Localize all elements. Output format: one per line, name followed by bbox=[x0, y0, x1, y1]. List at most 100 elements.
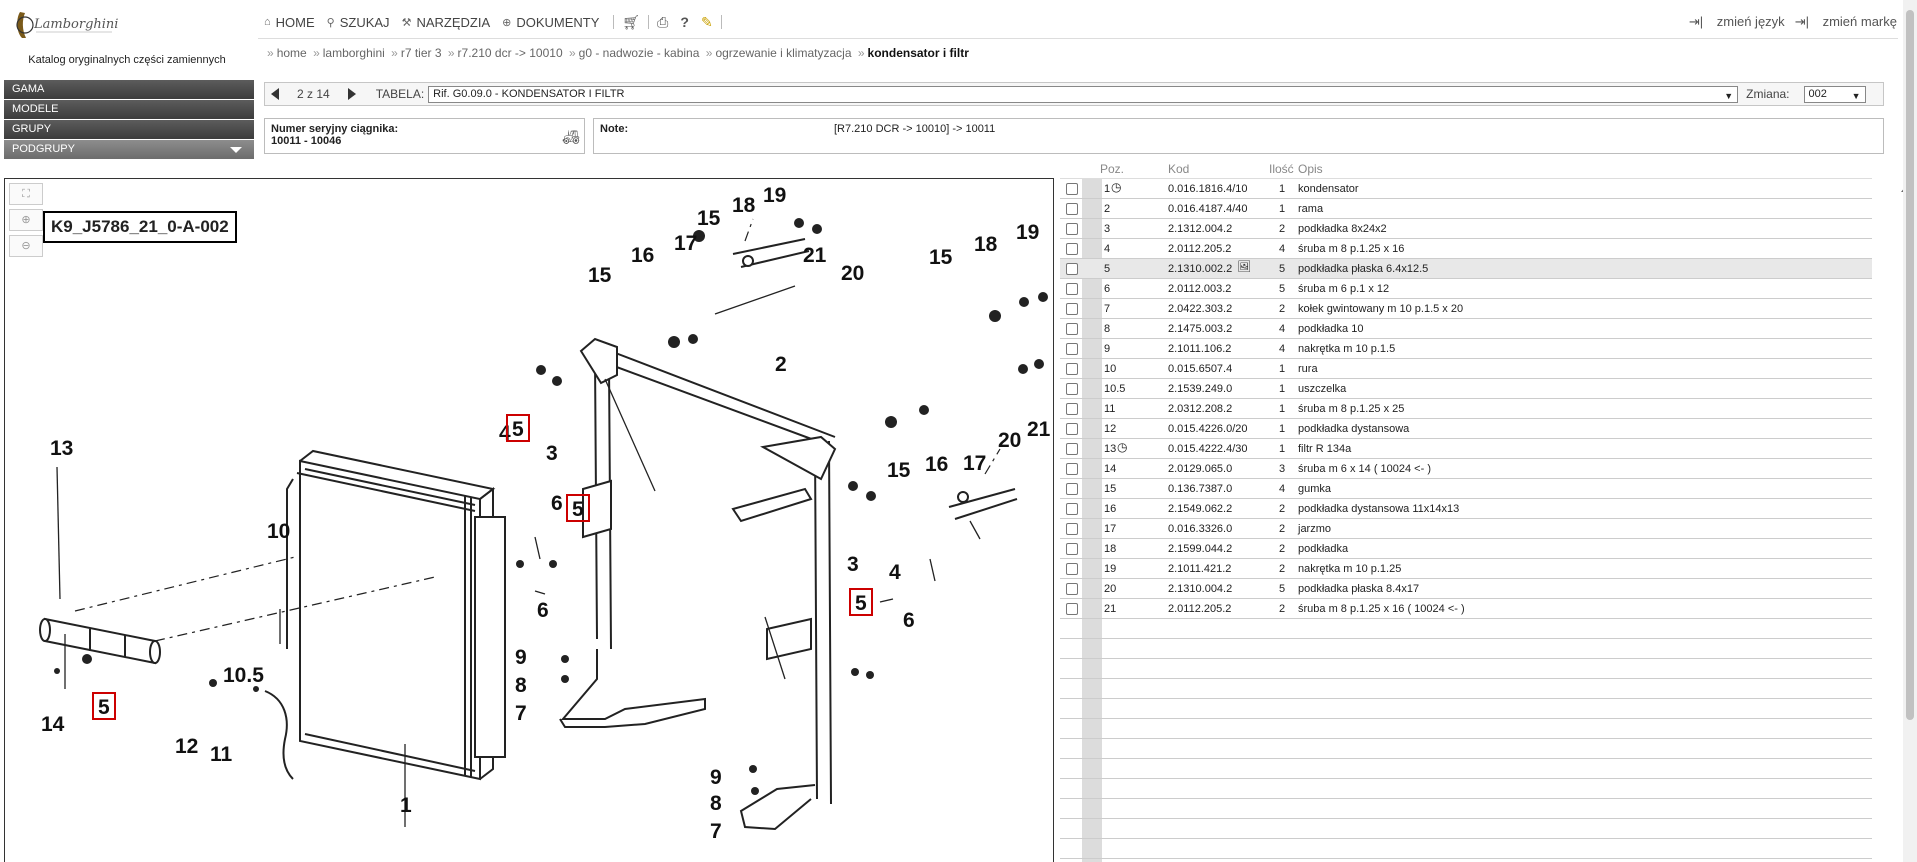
cell-kod[interactable]: 2.1312.004.2 bbox=[1168, 223, 1233, 235]
callout[interactable]: 17 bbox=[963, 452, 986, 475]
picture-icon[interactable]: 🖼︎ bbox=[1237, 261, 1251, 273]
cell-kod[interactable]: 2.1011.106.2 bbox=[1168, 343, 1232, 355]
row-checkbox[interactable] bbox=[1066, 423, 1078, 435]
callout[interactable]: 3 bbox=[546, 442, 558, 465]
callout[interactable]: 1 bbox=[400, 794, 412, 817]
callout[interactable]: 20 bbox=[841, 262, 864, 285]
cell-kod[interactable]: 0.136.7387.0 bbox=[1168, 483, 1233, 495]
breadcrumb-group[interactable]: g0 - nadwozie - kabina bbox=[578, 46, 700, 60]
cell-kod[interactable]: 0.015.4222.4/30 bbox=[1168, 443, 1248, 455]
callout[interactable]: 5 bbox=[512, 418, 524, 441]
cell-kod[interactable]: 0.016.3326.0 bbox=[1168, 523, 1233, 535]
callout[interactable]: 6 bbox=[551, 492, 563, 515]
callout[interactable]: 6 bbox=[903, 609, 915, 632]
callout[interactable]: 5 bbox=[98, 696, 110, 719]
exploded-drawing-panel[interactable]: 1 2 3 3 4 4 5 5 5 5 6 6 6 7 7 8 8 bbox=[4, 178, 1054, 862]
breadcrumb-home[interactable]: home bbox=[276, 46, 307, 60]
cell-kod[interactable]: 2.1539.249.0 bbox=[1168, 383, 1233, 395]
cell-kod[interactable]: 2.0112.003.2 bbox=[1168, 283, 1232, 295]
breadcrumb-model[interactable]: r7.210 dcr -> 10010 bbox=[457, 46, 563, 60]
callout[interactable]: 6 bbox=[537, 599, 549, 622]
callout[interactable]: 11 bbox=[210, 743, 233, 766]
callout[interactable]: 16 bbox=[925, 453, 948, 476]
fit-view-icon[interactable]: ⛶ bbox=[9, 183, 43, 205]
row-checkbox[interactable] bbox=[1066, 563, 1078, 575]
tabela-select[interactable]: Rif. G0.09.0 - KONDENSATOR I FILTR ▼ bbox=[428, 85, 1739, 103]
lamborghini-logo[interactable]: Lamborghini bbox=[14, 8, 124, 42]
callout[interactable]: 17 bbox=[674, 232, 697, 255]
row-checkbox[interactable] bbox=[1066, 363, 1078, 375]
zmiana-select[interactable]: 002 ▼ bbox=[1803, 85, 1866, 103]
row-checkbox[interactable] bbox=[1066, 343, 1078, 355]
change-brand-link[interactable]: ⇥| zmień markę bbox=[1794, 14, 1897, 29]
callout[interactable]: 3 bbox=[847, 553, 859, 576]
row-checkbox[interactable] bbox=[1066, 183, 1078, 195]
cell-kod[interactable]: 2.0422.303.2 bbox=[1168, 303, 1233, 315]
cell-kod[interactable]: 2.0129.065.0 bbox=[1168, 463, 1233, 475]
callout[interactable]: 20 bbox=[998, 429, 1021, 452]
menu-szukaj[interactable]: ⚲ SZUKAJ bbox=[327, 15, 390, 30]
callout[interactable]: 9 bbox=[710, 766, 722, 789]
page-scrollbar-thumb[interactable] bbox=[1906, 10, 1914, 720]
cell-kod[interactable]: 0.016.4187.4/40 bbox=[1168, 203, 1248, 215]
cell-kod[interactable]: 2.0112.205.2 bbox=[1168, 243, 1232, 255]
callout[interactable]: 5 bbox=[855, 592, 867, 615]
callout[interactable]: 15 bbox=[929, 246, 953, 269]
callout[interactable]: 12 bbox=[175, 735, 198, 758]
row-checkbox[interactable] bbox=[1066, 243, 1078, 255]
cell-kod[interactable]: 2.1475.003.2 bbox=[1168, 323, 1233, 335]
nav-grupy[interactable]: GRUPY bbox=[4, 120, 254, 139]
clock-icon[interactable]: ◷ bbox=[1117, 440, 1128, 454]
callout[interactable]: 16 bbox=[631, 244, 654, 267]
row-checkbox[interactable] bbox=[1066, 523, 1078, 535]
row-checkbox[interactable] bbox=[1066, 263, 1078, 275]
row-checkbox[interactable] bbox=[1066, 203, 1078, 215]
row-checkbox[interactable] bbox=[1066, 223, 1078, 235]
nav-modele[interactable]: MODELE bbox=[4, 100, 254, 119]
row-checkbox[interactable] bbox=[1066, 583, 1078, 595]
row-checkbox[interactable] bbox=[1066, 303, 1078, 315]
clock-icon[interactable]: ◷ bbox=[1111, 180, 1122, 194]
notes-icon[interactable]: ✎ bbox=[700, 13, 713, 30]
print-icon[interactable]: ⎙ bbox=[657, 13, 669, 30]
callout[interactable]: 7 bbox=[710, 820, 722, 843]
row-checkbox[interactable] bbox=[1066, 323, 1078, 335]
callout[interactable]: 4 bbox=[889, 561, 901, 584]
cell-kod[interactable]: 2.1310.004.2 bbox=[1168, 583, 1233, 595]
row-checkbox[interactable] bbox=[1066, 483, 1078, 495]
cart-icon[interactable]: 🛒︎ bbox=[622, 13, 641, 30]
cell-kod[interactable]: 0.016.1816.4/10 bbox=[1168, 183, 1248, 195]
row-checkbox[interactable] bbox=[1066, 603, 1078, 615]
row-checkbox[interactable] bbox=[1066, 443, 1078, 455]
menu-home[interactable]: ⌂ HOME bbox=[264, 15, 315, 30]
breadcrumb-series[interactable]: r7 tier 3 bbox=[400, 46, 442, 60]
prev-table-button[interactable] bbox=[271, 88, 279, 100]
menu-narzedzia[interactable]: ⚒ NARZĘDZIA bbox=[402, 15, 491, 30]
callout[interactable]: 2 bbox=[775, 353, 787, 376]
next-table-button[interactable] bbox=[347, 88, 356, 100]
menu-dokumenty[interactable]: ⊕ DOKUMENTY bbox=[502, 15, 599, 30]
nav-podgrupy[interactable]: PODGRUPY bbox=[4, 140, 254, 159]
help-icon[interactable]: ? bbox=[680, 14, 689, 30]
col-header-poz[interactable]: Poz. bbox=[1100, 162, 1125, 176]
callout[interactable]: 14 bbox=[41, 713, 65, 736]
cell-kod[interactable]: 2.1310.002.2 bbox=[1168, 263, 1233, 275]
callout[interactable]: 10 bbox=[267, 520, 290, 543]
tractor-icon[interactable]: 🚜︎ bbox=[562, 129, 580, 145]
col-header-kod[interactable]: Kod bbox=[1168, 162, 1190, 176]
zoom-in-icon[interactable]: ⊕ bbox=[9, 209, 43, 231]
